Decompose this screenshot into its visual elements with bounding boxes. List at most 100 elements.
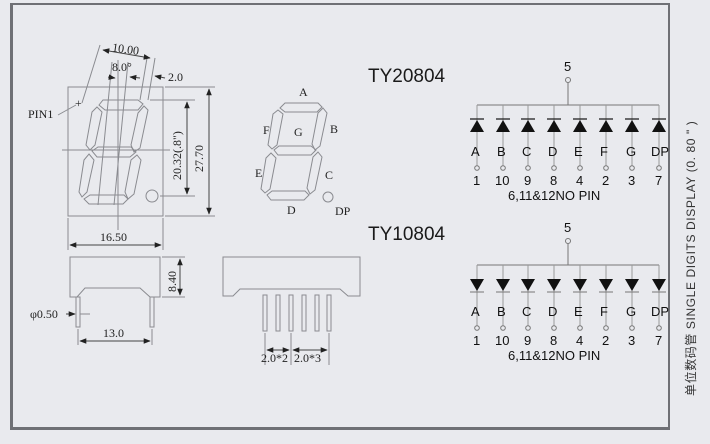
no-pin-note: 6,11&12NO PIN	[508, 348, 600, 363]
common-pin-terminal	[565, 77, 571, 83]
diode-icon	[521, 120, 535, 132]
diode-icon	[470, 120, 484, 132]
seg-label-g: G	[294, 125, 303, 139]
side-view: 8.40 φ0.50 13.0	[30, 256, 185, 345]
common-pin-label: 5	[564, 59, 571, 74]
seg-label-a: A	[299, 85, 308, 99]
pin-terminal	[474, 165, 480, 171]
pin-terminal	[577, 325, 583, 331]
pin1-label: PIN1	[28, 107, 53, 121]
dim-pitch-left: 2.0*2	[261, 351, 288, 365]
segment-label: F	[600, 304, 608, 319]
segment-label: D	[548, 144, 557, 159]
pin-terminal	[551, 325, 557, 331]
pin-terminal	[603, 325, 609, 331]
pin-number: 9	[524, 333, 531, 348]
seg-label-c: C	[325, 168, 333, 182]
model-ty20804: TY20804	[368, 66, 446, 87]
pin-number: 3	[628, 173, 635, 188]
diode-icon	[547, 120, 561, 132]
drawing-frame	[10, 3, 670, 430]
package-outline	[67, 86, 164, 217]
segment-label: G	[626, 144, 636, 159]
pin-terminal	[551, 165, 557, 171]
pin-number: 7	[655, 173, 662, 188]
pin-terminal	[577, 165, 583, 171]
dim-width-top: 10.00	[111, 40, 140, 58]
pin-terminal	[629, 325, 635, 331]
common-pin-label: 5	[564, 220, 571, 235]
pin1-marker: +	[75, 96, 82, 110]
seg-label-dp: DP	[335, 204, 351, 218]
pin-number: 3	[628, 333, 635, 348]
dim-pin-span: 13.0	[103, 326, 124, 340]
pin-terminal	[525, 325, 531, 331]
dim-pitch-right: 2.0*3	[294, 351, 321, 365]
segment-label: A	[471, 144, 480, 159]
model-ty10804: TY10804	[368, 224, 446, 245]
seg-label-b: B	[330, 122, 338, 136]
pin-terminal	[656, 165, 662, 171]
side-title: 单位数码管 SINGLE DIGITS DISPLAY (0. 80 " )	[684, 120, 698, 396]
common-pin-terminal	[565, 238, 571, 244]
pin-number: 9	[524, 173, 531, 188]
diode-icon	[652, 279, 666, 291]
pin-terminal	[525, 165, 531, 171]
pin-number: 10	[495, 173, 509, 188]
dim-side-height: 8.40	[165, 271, 179, 292]
diode-icon	[652, 120, 666, 132]
pin-number: 4	[576, 333, 583, 348]
seg-label-f: F	[263, 123, 270, 137]
pin-left	[75, 296, 81, 328]
pin-number: 10	[495, 333, 509, 348]
pin-terminal	[500, 325, 506, 331]
segment-label: F	[600, 144, 608, 159]
bottom-pins	[262, 294, 332, 332]
seg-label-d: D	[287, 203, 296, 217]
pin-right	[149, 296, 155, 328]
dim-pin-diameter: φ0.50	[30, 307, 58, 321]
pin-terminal	[500, 165, 506, 171]
diode-icon	[625, 120, 639, 132]
segment-label: B	[497, 304, 506, 319]
diode-icon	[496, 120, 510, 132]
segment-label: C	[522, 304, 531, 319]
pin-number: 4	[576, 173, 583, 188]
dim-digit-height: 20.32(.8")	[170, 131, 184, 180]
segment-label: DP	[651, 144, 669, 159]
segment-label: A	[471, 304, 480, 319]
diode-icon	[573, 120, 587, 132]
diode-icon	[625, 279, 639, 291]
front-view: 10.00 8.0° 2.0 PIN1 + 20.32(.8") 27.70 1…	[28, 40, 215, 250]
pin-terminal	[603, 165, 609, 171]
bottom-view: 2.0*2 2.0*3	[222, 256, 361, 365]
segment-label: E	[574, 304, 583, 319]
segment-label: DP	[651, 304, 669, 319]
pin-terminal	[474, 325, 480, 331]
diode-icon	[573, 279, 587, 291]
segment-label: G	[626, 304, 636, 319]
segment-label: C	[522, 144, 531, 159]
no-pin-note: 6,11&12NO PIN	[508, 188, 600, 203]
pin-terminal	[656, 325, 662, 331]
diode-icon	[521, 279, 535, 291]
dim-seg-gap: 2.0	[168, 70, 183, 84]
pin-number: 1	[473, 333, 480, 348]
pin-number: 1	[473, 173, 480, 188]
pin-number: 2	[602, 333, 609, 348]
dim-total-height: 27.70	[192, 145, 206, 172]
diode-icon	[599, 120, 613, 132]
segment-label: E	[574, 144, 583, 159]
diode-icon	[496, 279, 510, 291]
dim-total-width: 16.50	[100, 230, 127, 244]
diode-icon	[547, 279, 561, 291]
dim-seg-width: 8.0°	[112, 60, 132, 74]
pin-number: 2	[602, 173, 609, 188]
pin-number: 8	[550, 173, 557, 188]
pin-number: 8	[550, 333, 557, 348]
seg-label-e: E	[255, 166, 262, 180]
segment-map: A B C D E F G DP	[255, 85, 351, 218]
